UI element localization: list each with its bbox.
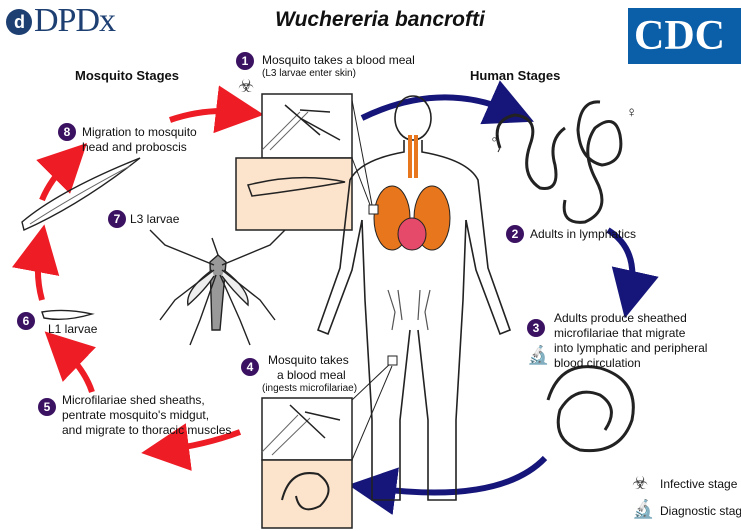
l1-larva (42, 310, 92, 319)
trachea (410, 135, 416, 178)
step-4-label-line1: Mosquito takes (268, 353, 349, 368)
mosquito-drawing (150, 230, 285, 345)
step-7-label: L3 larvae (130, 212, 179, 227)
arrow-7-to-8 (42, 160, 70, 200)
inset-skin-bottom (262, 398, 352, 460)
step-7-badge: 7 (108, 210, 126, 228)
inset-larva-top (236, 158, 352, 230)
step-3-label-line4: blood circulation (554, 356, 641, 371)
step-1-label: Mosquito takes a blood meal (262, 53, 415, 68)
step-3-label-line1: Adults produce sheathed (554, 311, 687, 326)
female-symbol: ♀ (626, 104, 637, 121)
legend-microscope-icon: 🔬 (632, 499, 654, 520)
step-5-label-line3: and migrate to thoracic muscles (62, 423, 231, 438)
skin-marker-chest (369, 205, 378, 214)
legend-diagnostic-label: Diagnostic stage (660, 504, 741, 518)
step-3-badge: 3 (527, 319, 545, 337)
step-8-label-line1: Migration to mosquito (82, 125, 197, 140)
step-5-label-line1: Microfilariae shed sheaths, (62, 393, 205, 408)
biohazard-icon: ☣ (238, 76, 254, 97)
step-3-label-line2: microfilariae that migrate (554, 326, 685, 341)
step-6-label: L1 larvae (48, 322, 97, 337)
arrow-6-to-7 (38, 248, 42, 300)
arrow-1-to-2 (362, 97, 512, 118)
step-2-label: Adults in lymphatics (530, 227, 636, 242)
step-2-badge: 2 (506, 225, 524, 243)
step-6-badge: 6 (17, 312, 35, 330)
legend-infective-label: Infective stage (660, 477, 737, 491)
lymphatics (388, 290, 430, 330)
step-5-badge: 5 (38, 398, 56, 416)
adult-female-worm (564, 102, 621, 222)
inset-skin-top (262, 94, 352, 158)
step-8-label-line2: head and proboscis (82, 140, 187, 155)
arrow-5-to-6 (62, 348, 92, 392)
step-4-badge: 4 (241, 358, 259, 376)
heart (398, 218, 426, 250)
microscope-icon: 🔬 (527, 345, 549, 366)
step-1-sublabel: (L3 larvae enter skin) (262, 68, 356, 80)
step-1-badge: 1 (236, 52, 254, 70)
arrow-8-to-1 (170, 111, 240, 120)
male-symbol: ♂ (490, 130, 501, 146)
step-8-badge: 8 (58, 123, 76, 141)
sheathed-microfilaria (548, 367, 633, 451)
step-4-sublabel: (ingests microfilariae) (262, 383, 357, 395)
skin-marker-leg (388, 356, 397, 365)
legend-biohazard-icon: ☣ (632, 473, 648, 494)
step-3-label-line3: into lymphatic and peripheral (554, 341, 707, 356)
adult-male-worm (497, 115, 565, 189)
step-5-label-line2: pentrate mosquito's midgut, (62, 408, 209, 423)
inset-microfilaria (262, 460, 352, 528)
step-4-label-line2: a blood meal (277, 368, 346, 383)
arrow-3-to-4 (372, 458, 545, 493)
